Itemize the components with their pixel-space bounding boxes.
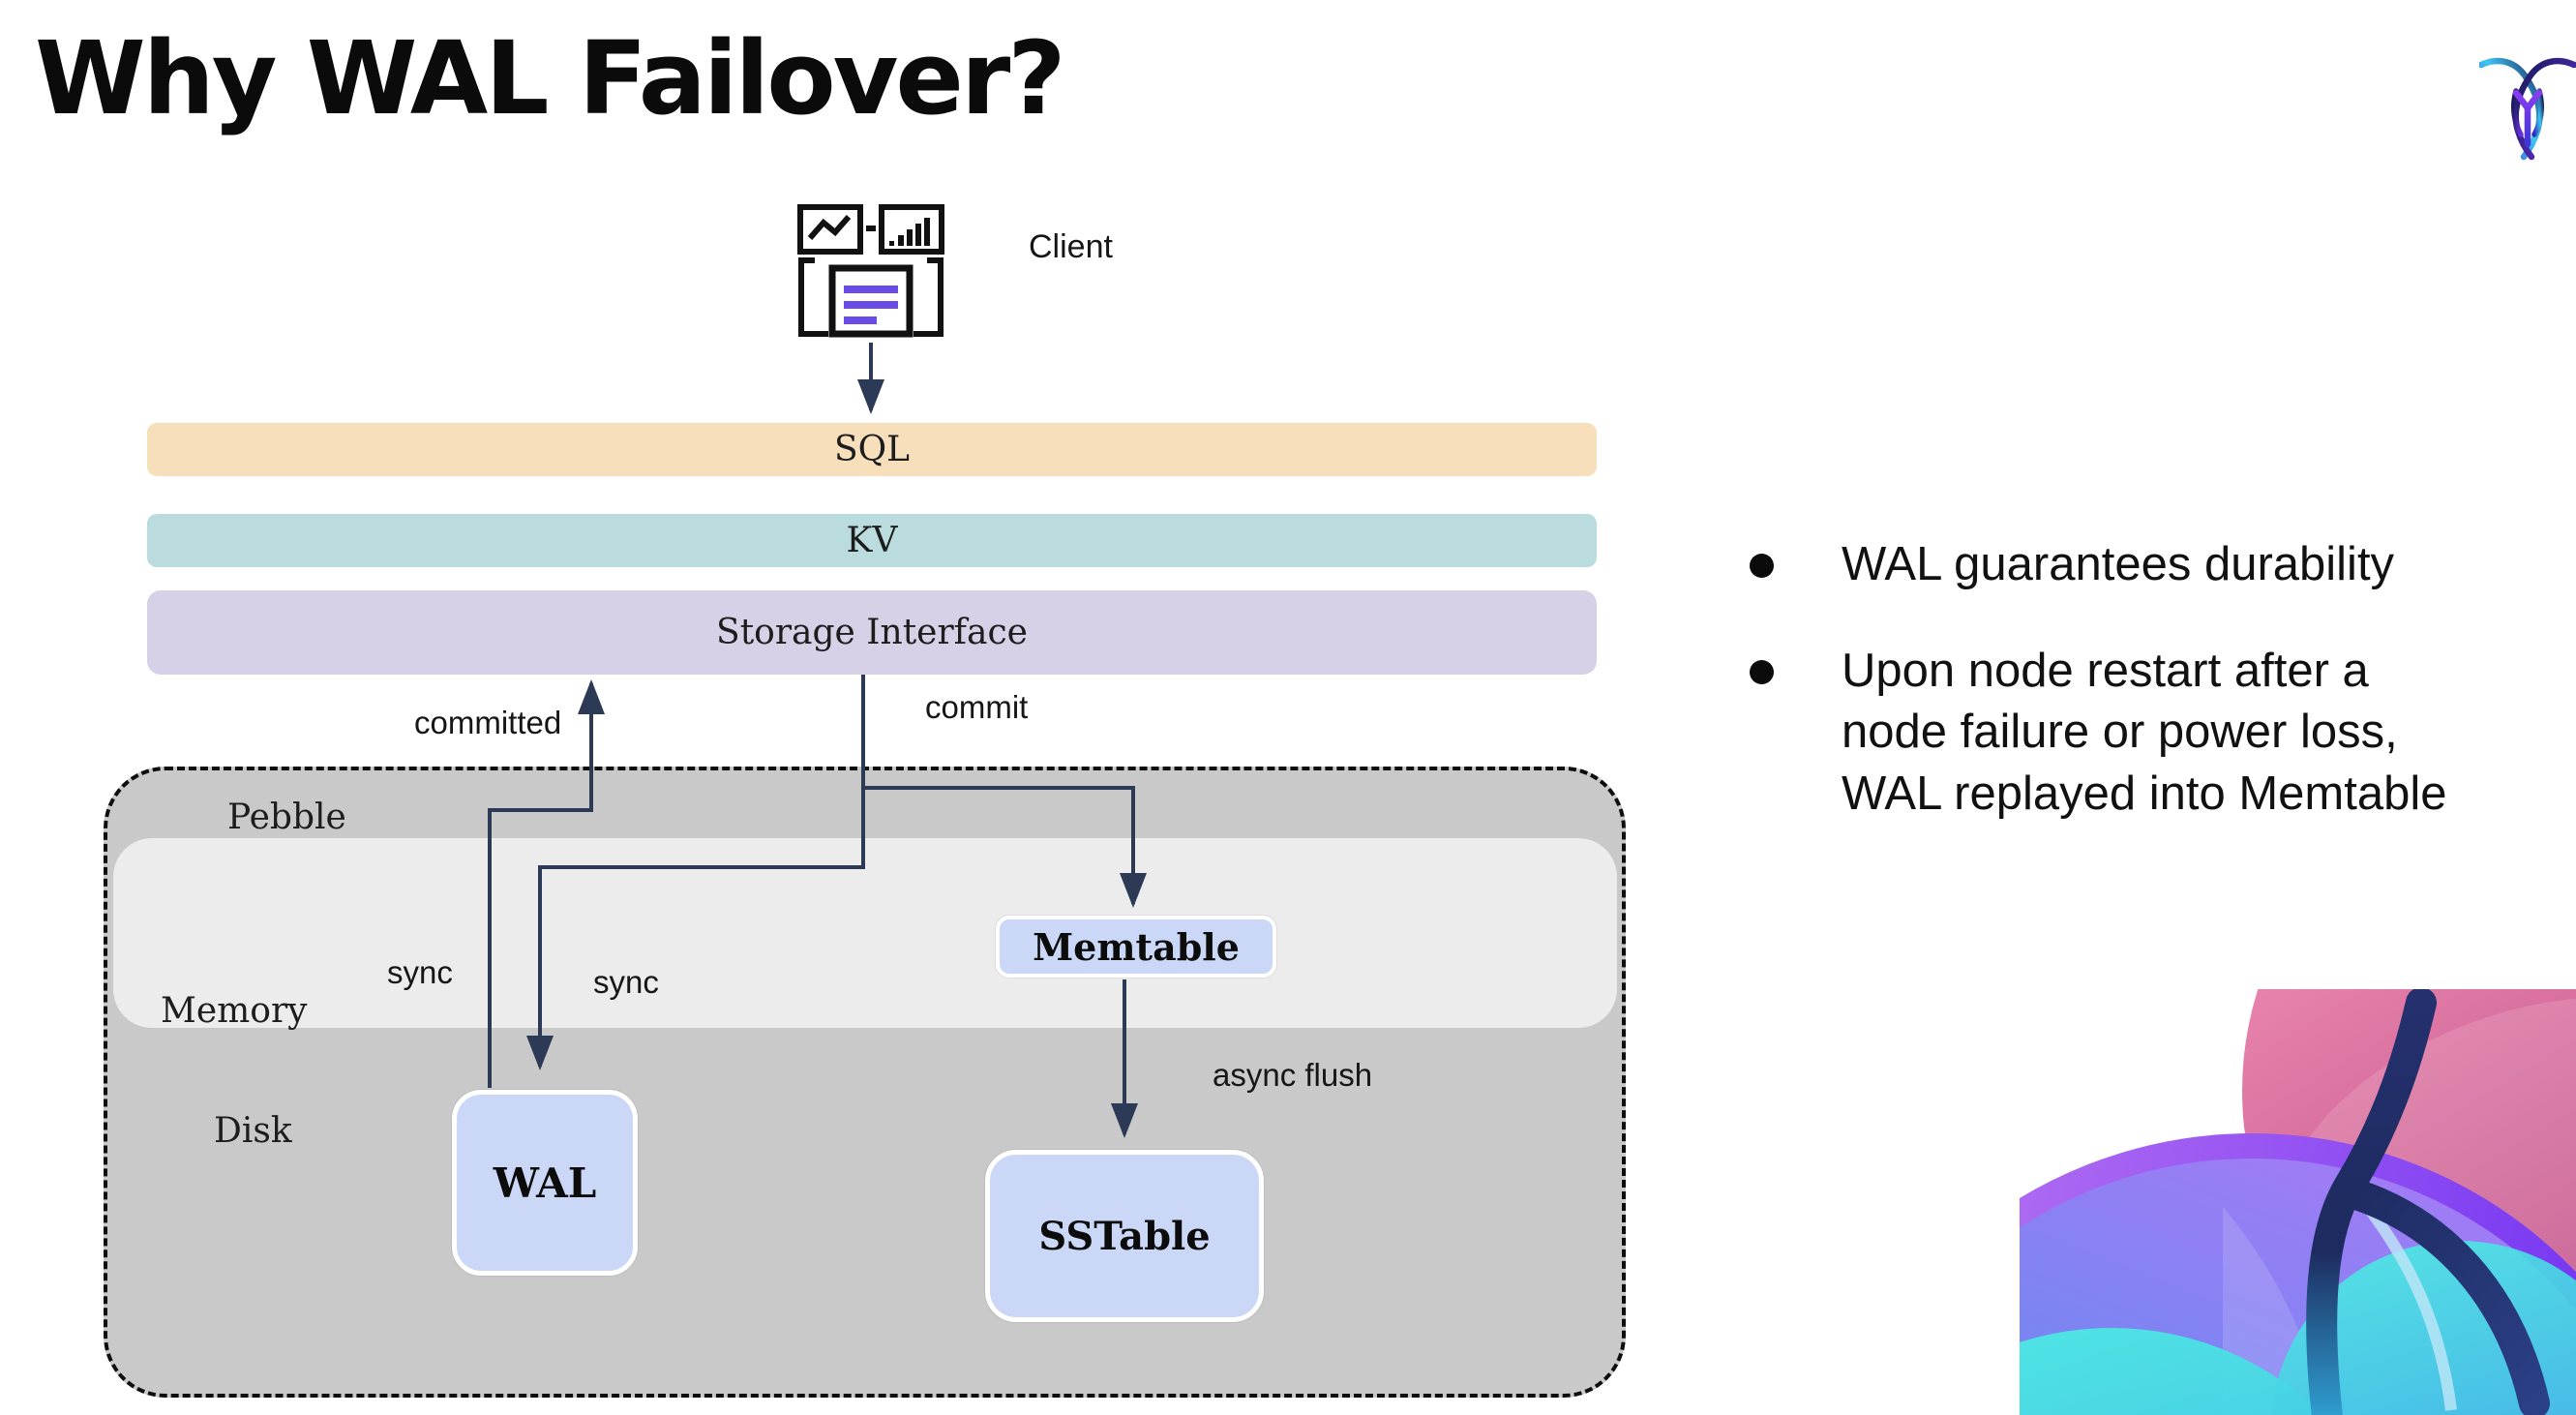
- commit-label: commit: [925, 689, 1029, 725]
- page-title: Why WAL Failover?: [35, 19, 1066, 137]
- memory-label: Memory: [161, 991, 308, 1031]
- memtable-box-label: Memtable: [1033, 924, 1240, 969]
- bullet-text: WAL guarantees durability: [1842, 538, 2395, 590]
- decorative-brand-graphic: [2020, 989, 2576, 1415]
- layer-kv: KV: [147, 514, 1597, 567]
- layer-storage-interface-label: Storage Interface: [716, 613, 1028, 652]
- bullet-dot: [1750, 554, 1774, 578]
- bullet-dot: [1750, 659, 1774, 684]
- bullet-list: WAL guarantees durability Upon node rest…: [1738, 534, 2576, 870]
- list-item: Upon node restart after a node failure o…: [1738, 641, 2576, 826]
- sstable-box: SSTable: [985, 1150, 1264, 1322]
- sync-right-label: sync: [593, 964, 659, 1000]
- memtable-box: Memtable: [996, 916, 1276, 978]
- layer-sql-label: SQL: [833, 430, 911, 469]
- layer-storage-interface: Storage Interface: [147, 590, 1597, 675]
- memory-band: [113, 838, 1617, 1028]
- wal-box-label: WAL: [493, 1159, 597, 1207]
- client-icon: [797, 204, 944, 338]
- layer-kv-label: KV: [846, 521, 898, 560]
- pebble-label: Pebble: [227, 798, 346, 837]
- bullet-text: Upon node restart after a node failure o…: [1842, 644, 2447, 821]
- async-flush-label: async flush: [1213, 1057, 1373, 1093]
- sstable-box-label: SSTable: [1038, 1213, 1211, 1259]
- disk-label: Disk: [214, 1111, 292, 1151]
- layer-sql: SQL: [147, 423, 1597, 476]
- client-label: Client: [1029, 228, 1113, 265]
- wal-box: WAL: [452, 1090, 638, 1276]
- sync-left-label: sync: [387, 954, 453, 990]
- committed-label: committed: [414, 705, 562, 740]
- cockroachdb-logo-icon: [2479, 57, 2576, 161]
- list-item: WAL guarantees durability: [1738, 534, 2576, 596]
